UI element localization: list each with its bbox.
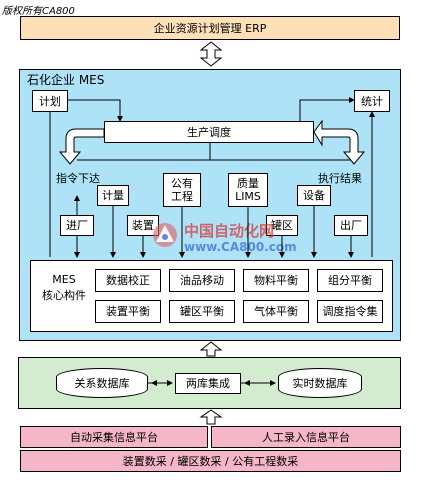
module-jinchang: 进厂 [60,215,94,236]
scheduling-to-modules-bus [77,143,350,161]
plan-to-scheduling-line [68,99,123,122]
relational-db-label: 关系数据库 [74,377,130,390]
core-title: MES 核心构件 [42,273,86,302]
module-label: 计量 [102,189,124,202]
module-label: 质量 LIMS [235,177,261,203]
scheduling-to-stats-line [299,97,355,121]
module-guanqu: 罐区 [266,215,298,236]
plan-label: 计划 [39,94,61,108]
core-item-label: 气体平衡 [254,305,298,318]
feedback-curved-arrow [313,119,366,165]
core-item-label: 油品移动 [180,274,224,287]
core-item-label: 物料平衡 [254,274,298,287]
module-label: 装置 [132,219,154,232]
module-label: 设备 [303,189,325,202]
module-jiliang: 计量 [97,185,129,206]
core-item: 组分平衡 [317,269,383,292]
module-connectors [74,195,354,258]
feedback-label: 执行结果 [318,172,362,185]
stats-label: 统计 [361,94,383,108]
manual-entry-platform: 人工录入信息平台 [211,426,401,448]
manual-entry-label: 人工录入信息平台 [262,431,350,444]
integration-label: 两库集成 [186,377,230,390]
auto-collect-label: 自动采集信息平台 [70,431,158,444]
block-arrow-platform-db [199,409,223,425]
module-label: 进厂 [66,219,88,232]
core-item: 气体平衡 [243,300,309,323]
integration-box: 两库集成 [175,373,241,394]
watermark-cn: 中国自动化网 [184,222,275,240]
core-item-label: 数据校正 [106,274,150,287]
auto-collect-platform: 自动采集信息平台 [20,426,208,448]
core-item: 装置平衡 [95,300,161,323]
data-sources-label: 装置数采 / 罐区数采 / 公有工程数采 [122,455,299,468]
core-item-label: 罐区平衡 [180,305,224,318]
core-item-label: 装置平衡 [106,305,150,318]
ca800-logo-icon [153,223,177,247]
core-item-label: 组分平衡 [328,274,372,287]
module-zhiliang: 质量 LIMS [228,173,268,207]
realtime-db-label: 实时数据库 [292,377,348,390]
core-item: 物料平衡 [243,269,309,292]
core-item: 数据校正 [95,269,161,292]
module-shebei: 设备 [297,185,331,206]
relational-db-cylinder: 关系数据库 [56,368,148,398]
scheduling-label: 生产调度 [187,125,231,139]
watermark-url: www.CA800.com [184,240,297,254]
module-label: 罐区 [271,219,293,232]
erp-label: 企业资源计划管理 ERP [153,22,267,35]
block-arrow-erp-mes [199,41,223,67]
stats-box: 统计 [354,90,390,112]
module-gongyou: 公有 工程 [163,173,201,207]
core-item-label: 调度指令集 [322,305,378,318]
core-item: 调度指令集 [317,300,383,323]
block-arrow-db-mes [199,341,223,357]
core-item: 油品移动 [169,269,235,292]
core-item: 罐区平衡 [169,300,235,323]
module-label: 公有 工程 [171,177,193,203]
mes-title: 石化企业 MES [27,73,105,87]
dispatch-curved-arrow [58,128,105,165]
copyright-text: 版权所有CA800 [2,6,75,17]
dispatch-label: 指令下达 [56,172,100,185]
erp-box: 企业资源计划管理 ERP [20,16,400,40]
plan-box: 计划 [32,90,68,112]
data-sources-bar: 装置数采 / 罐区数采 / 公有工程数采 [20,450,401,472]
module-label: 出厂 [340,219,362,232]
module-chuchang: 出厂 [334,215,368,236]
realtime-db-cylinder: 实时数据库 [278,368,362,398]
